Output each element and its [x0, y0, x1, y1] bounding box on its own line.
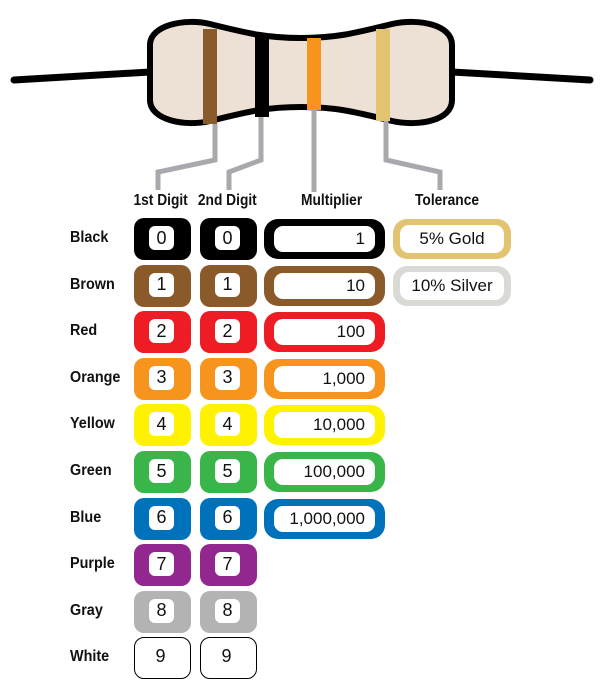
multiplier-orange: 1,000 [264, 358, 385, 399]
first-digit-value-white: 9 [148, 644, 173, 669]
row-label-green: Green [70, 462, 112, 479]
second-digit-value-purple: 7 [215, 552, 240, 577]
second-digit-black: 0 [200, 218, 257, 260]
header-multiplier: Multiplier [301, 192, 363, 209]
resistor-band-2 [255, 37, 269, 117]
resistor-band-4 [376, 29, 390, 121]
row-label-blue: Blue [70, 508, 102, 526]
second-digit-green: 5 [200, 451, 257, 493]
multiplier-value-black: 1 [274, 226, 375, 252]
first-digit-brown: 1 [134, 264, 191, 307]
multiplier-value-yellow: 10,000 [274, 412, 375, 439]
first-digit-value-gray: 8 [149, 598, 174, 623]
multiplier-value-brown: 10 [274, 272, 375, 299]
header-tolerance: Tolerance [415, 192, 480, 209]
second-digit-blue: 6 [200, 497, 257, 540]
second-digit-brown: 1 [200, 264, 257, 307]
header-1st-digit: 1st Digit [133, 192, 188, 209]
second-digit-value-white: 9 [214, 644, 239, 669]
second-digit-red: 2 [200, 311, 257, 354]
multiplier-red: 100 [264, 312, 385, 353]
row-label-gray: Gray [70, 601, 103, 619]
second-digit-value-brown: 1 [215, 272, 240, 297]
resistor-right-lead [448, 68, 594, 84]
second-digit-value-red: 2 [215, 319, 240, 344]
first-digit-value-blue: 6 [149, 505, 174, 530]
first-digit-purple: 7 [134, 544, 191, 587]
first-digit-value-black: 0 [149, 226, 174, 250]
first-digit-value-orange: 3 [149, 365, 174, 390]
multiplier-green: 100,000 [264, 452, 385, 492]
first-digit-blue: 6 [134, 497, 191, 540]
first-digit-green: 5 [134, 451, 191, 493]
second-digit-value-yellow: 4 [215, 412, 240, 437]
multiplier-value-red: 100 [274, 319, 375, 346]
second-digit-purple: 7 [200, 544, 257, 587]
second-digit-orange: 3 [200, 357, 257, 400]
row-label-brown: Brown [70, 275, 115, 293]
first-digit-value-green: 5 [149, 459, 174, 483]
multiplier-brown: 10 [264, 265, 385, 306]
second-digit-white: 9 [200, 637, 257, 680]
header-2nd-digit: 2nd Digit [197, 192, 257, 209]
first-digit-red: 2 [134, 311, 191, 354]
first-digit-gray: 8 [134, 590, 191, 633]
row-label-black: Black [70, 229, 109, 246]
connector-line-tolerance [383, 121, 443, 190]
connector-line-1st-digit [155, 124, 218, 190]
second-digit-gray: 8 [200, 590, 257, 633]
second-digit-value-black: 0 [215, 226, 240, 250]
resistor-body [147, 18, 455, 127]
multiplier-yellow: 10,000 [264, 405, 385, 446]
second-digit-value-green: 5 [215, 459, 240, 483]
first-digit-value-purple: 7 [149, 552, 174, 577]
second-digit-value-gray: 8 [215, 598, 240, 623]
multiplier-value-green: 100,000 [274, 459, 375, 485]
row-label-red: Red [70, 322, 98, 340]
tolerance-silver: 10% Silver [393, 265, 511, 306]
tolerance-gold: 5% Gold [393, 219, 511, 259]
second-digit-value-blue: 6 [215, 505, 240, 530]
first-digit-value-yellow: 4 [149, 412, 174, 437]
row-label-orange: Orange [70, 368, 121, 386]
row-label-purple: Purple [70, 555, 115, 573]
resistor-band-1 [203, 29, 217, 124]
first-digit-value-red: 2 [149, 319, 174, 344]
tolerance-value-silver: 10% Silver [400, 271, 504, 300]
multiplier-value-blue: 1,000,000 [274, 505, 375, 532]
first-digit-white: 9 [134, 637, 191, 680]
first-digit-orange: 3 [134, 357, 191, 400]
resistor-band-3 [307, 38, 321, 110]
second-digit-yellow: 4 [200, 404, 257, 447]
second-digit-value-orange: 3 [215, 365, 240, 390]
connector-line-2nd-digit [226, 117, 264, 190]
multiplier-black: 1 [264, 219, 385, 259]
row-label-yellow: Yellow [70, 415, 115, 433]
tolerance-value-gold: 5% Gold [400, 225, 504, 253]
row-label-white: White [70, 648, 110, 666]
multiplier-value-orange: 1,000 [274, 365, 375, 392]
resistor-left-lead [10, 68, 154, 84]
multiplier-blue: 1,000,000 [264, 498, 385, 539]
first-digit-yellow: 4 [134, 404, 191, 447]
first-digit-black: 0 [134, 218, 191, 260]
first-digit-value-brown: 1 [149, 272, 174, 297]
